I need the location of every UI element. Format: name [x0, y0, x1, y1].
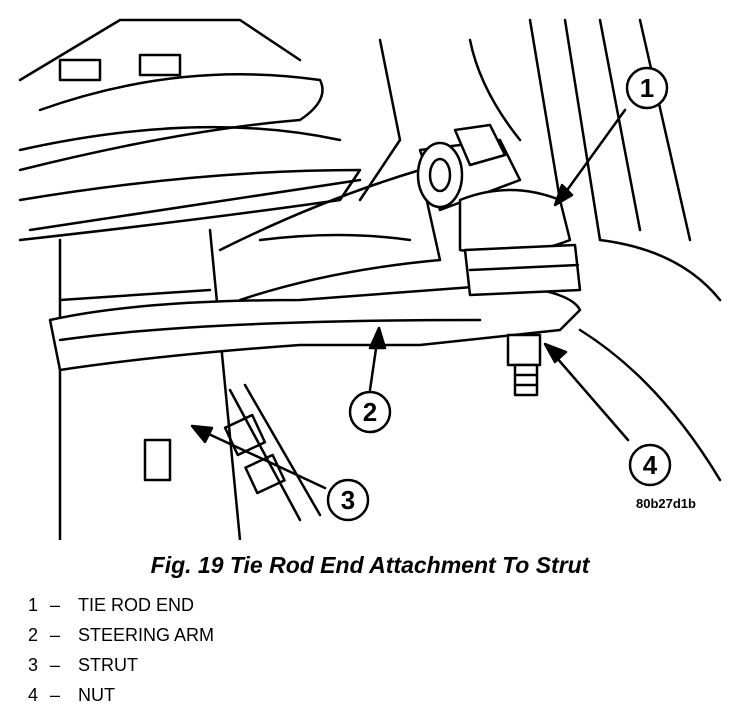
- legend-item: 4–NUT: [28, 682, 214, 712]
- legend-number: 2: [28, 625, 39, 645]
- figure-code: 80b27d1b: [636, 496, 696, 511]
- body-panel-lines: [468, 18, 722, 482]
- stud-nut: [506, 333, 542, 397]
- svg-text:1: 1: [640, 73, 654, 103]
- figure-caption: Fig. 19 Tie Rod End Attachment To Strut: [150, 552, 590, 578]
- legend-dash: –: [50, 625, 61, 645]
- leader-arrows: [190, 108, 630, 490]
- steering-knuckle: [218, 38, 442, 302]
- tie-rod-end-illustration: 1 2 3 4: [18, 18, 722, 540]
- steering-arm: [48, 283, 582, 372]
- svg-text:4: 4: [643, 450, 658, 480]
- legend-item: 2–STEERING ARM: [28, 622, 214, 652]
- legend-number: 3: [28, 655, 39, 675]
- svg-text:2: 2: [363, 397, 377, 427]
- tie-rod-end: [416, 123, 582, 297]
- legend-label: NUT: [78, 685, 115, 705]
- legend-label: TIE ROD END: [78, 595, 195, 615]
- legend-number: 4: [28, 685, 39, 705]
- legend-item: 1–TIE ROD END: [28, 592, 214, 622]
- legend-item: 3–STRUT: [28, 652, 214, 682]
- callout-4: 4: [628, 443, 672, 487]
- svg-text:3: 3: [341, 485, 355, 515]
- legend-number: 1: [28, 595, 39, 615]
- legend-dash: –: [50, 595, 61, 615]
- legend-dash: –: [50, 685, 61, 705]
- strut: [58, 228, 322, 540]
- callout-2: 2: [348, 390, 392, 434]
- legend-label: STRUT: [78, 655, 138, 675]
- legend-label: STEERING ARM: [78, 625, 215, 645]
- coil-spring: [18, 18, 362, 242]
- legend-list: 1–TIE ROD END 2–STEERING ARM 3–STRUT 4–N…: [28, 592, 214, 712]
- callout-3: 3: [326, 478, 370, 522]
- legend-dash: –: [50, 655, 61, 675]
- callout-1: 1: [625, 66, 669, 110]
